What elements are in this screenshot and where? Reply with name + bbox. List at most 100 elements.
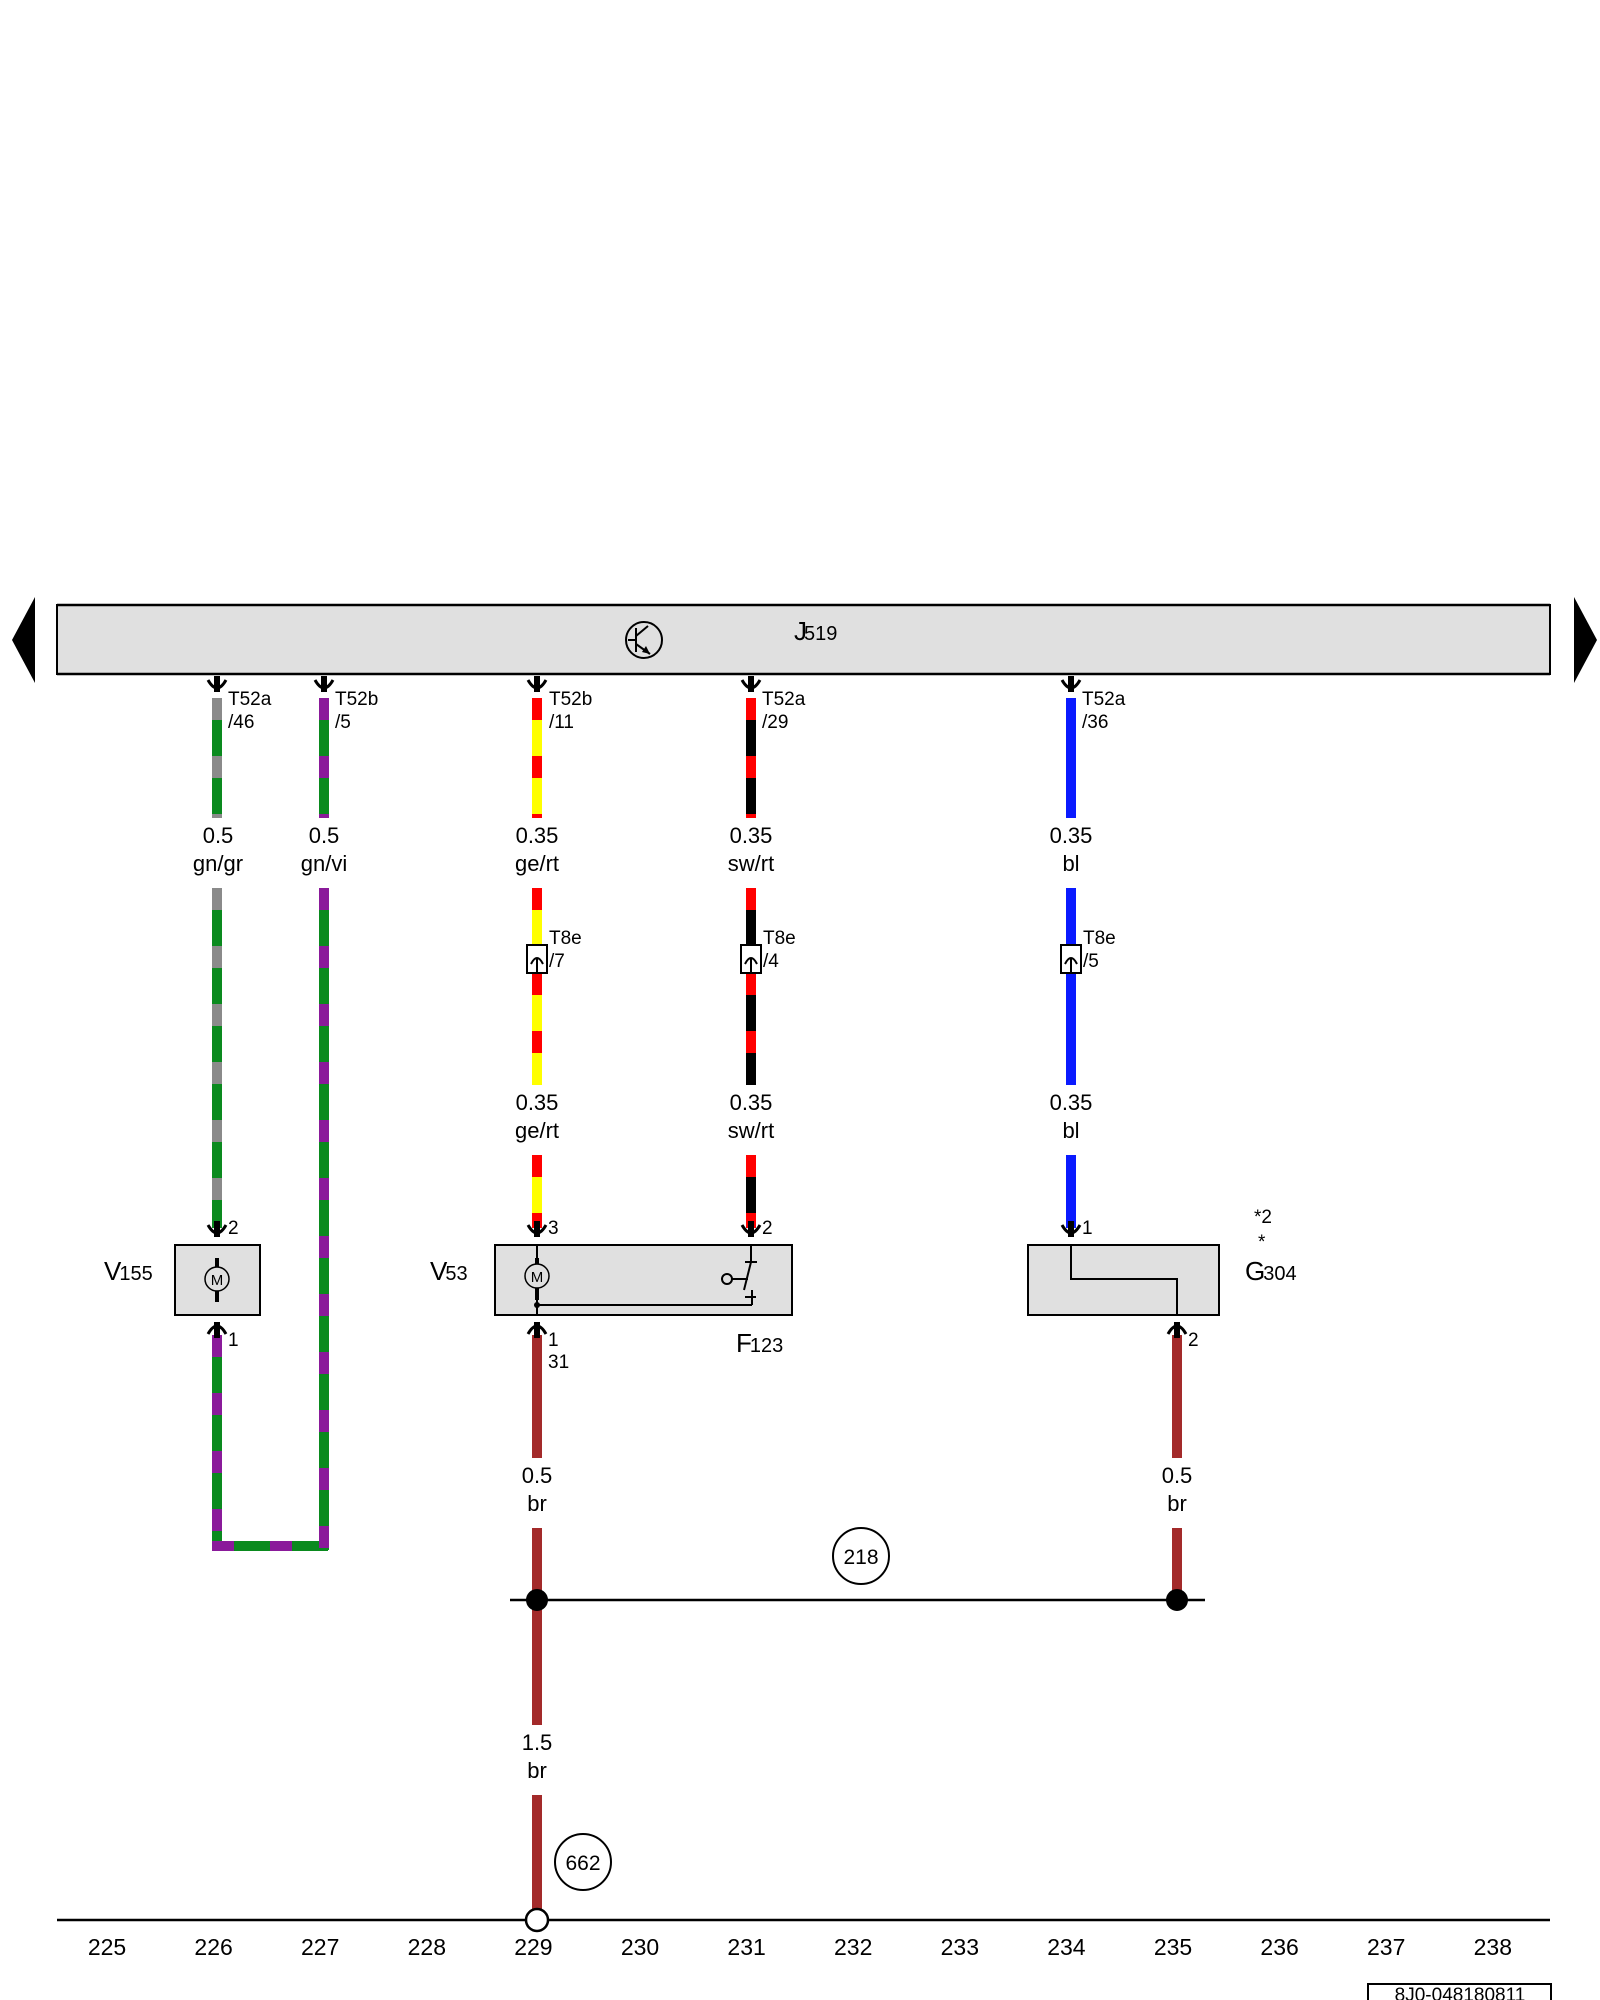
connector-t52a-29-pin: /29 [762, 712, 788, 733]
wire-235-color: br [1167, 1491, 1187, 1516]
connector-t52a-29-name: T52a [762, 689, 806, 710]
diagram-code-box: 8J0-048180811 [1367, 1983, 1552, 2000]
connector-contact [313, 676, 335, 692]
wire-229-top-color: ge/rt [515, 851, 559, 876]
wire-234-top-color: bl [1062, 851, 1079, 876]
ground-point [524, 1907, 550, 1933]
connector-contact [1060, 1221, 1082, 1237]
component-v155-label: V155 [104, 1256, 153, 1286]
component-v53-pin-bottom: 1 [548, 1330, 559, 1351]
wire-234-top-size: 0.35 [1050, 823, 1093, 848]
component-g304-label: G304 [1245, 1256, 1297, 1286]
current-track-number: 235 [1154, 1934, 1192, 1960]
connector-t8e-4-pin: /4 [763, 951, 779, 972]
current-track-number: 234 [1047, 1934, 1086, 1960]
svg-text:M: M [531, 1269, 544, 1286]
ground-network: 218 662 [510, 1527, 1205, 1891]
wire-231-top-color: sw/rt [728, 851, 774, 876]
wire-226-size: 0.5 [203, 823, 234, 848]
control-unit-body [56, 604, 1551, 675]
component-v155-pin-bottom: 1 [228, 1330, 239, 1351]
contact-layer [206, 676, 1188, 1338]
connector-t8e-4-name: T8e [763, 928, 796, 949]
wire-labels: 0.5 gn/gr 0.5 gn/vi 0.35 ge/rt 0.35 sw/r… [193, 823, 1192, 1783]
connector-t52b-5-name: T52b [335, 689, 378, 710]
connector-contact [1060, 676, 1082, 692]
wire-226-color: gn/gr [193, 851, 243, 876]
component-g304-pin-bottom: 2 [1188, 1330, 1199, 1351]
ground-connection-662 [554, 1833, 612, 1891]
motor-icon [204, 1266, 230, 1292]
component-v53-pin-top: 3 [548, 1218, 559, 1239]
ground-connection-218-label: 218 [843, 1546, 878, 1569]
connector-contact [526, 676, 548, 692]
component-g304-pin-top: 1 [1082, 1218, 1093, 1239]
current-track-number: 232 [834, 1934, 872, 1960]
connector-labels-top: T52a /46 T52b /5 T52b /11 T52a /29 T52a … [228, 689, 1126, 733]
motor-icon [524, 1263, 550, 1289]
connector-contact [740, 676, 762, 692]
wire-227-color: gn/vi [301, 851, 347, 876]
component-v155-pin-top: 2 [228, 1218, 239, 1239]
current-track-number: 230 [621, 1934, 659, 1960]
connector-contact [740, 1221, 762, 1237]
current-track-number: 226 [194, 1934, 232, 1960]
transistor-icon [625, 621, 663, 659]
wire-229-low-color: br [527, 1491, 547, 1516]
component-g304-note-1: *2 [1254, 1207, 1272, 1228]
wire-231-mid-color: sw/rt [728, 1118, 774, 1143]
current-track-number: 231 [727, 1934, 765, 1960]
diagram-code: 8J0-048180811 [1395, 1985, 1526, 2000]
arrow-left-icon[interactable] [12, 597, 35, 683]
current-track-number: 228 [408, 1934, 446, 1960]
connector-contact [206, 1221, 228, 1237]
wire-229-mid-size: 0.35 [516, 1090, 559, 1115]
wire-231-top-size: 0.35 [730, 823, 773, 848]
pressure-switch-icon [721, 1245, 757, 1305]
connector-t52a-36-name: T52a [1082, 689, 1126, 710]
inline-connectors-t8e: T8e /7 T8e /4 T8e /5 [526, 928, 1116, 974]
wire-229-mid-color: ge/rt [515, 1118, 559, 1143]
component-g304: G304 *2 * 1 2 [1027, 1207, 1297, 1351]
connector-t52a-46-name: T52a [228, 689, 272, 710]
connector-t52b-11-pin: /11 [549, 712, 574, 733]
control-unit-label: J519 [794, 616, 837, 646]
control-unit-j519: J519 [56, 603, 1551, 676]
current-track-number: 236 [1260, 1934, 1298, 1960]
current-track-number: 229 [514, 1934, 552, 1960]
current-track-number: 238 [1474, 1934, 1512, 1960]
connector-t52b-5-pin: /5 [335, 712, 351, 733]
component-f123-label: F123 [736, 1328, 783, 1358]
connector-contact [1166, 1322, 1188, 1338]
connector-t8e-7-name: T8e [549, 928, 582, 949]
wire-227-size: 0.5 [309, 823, 340, 848]
wire-229-low-size: 0.5 [522, 1463, 553, 1488]
junction-dot [526, 1589, 548, 1611]
connector-contact [526, 1221, 548, 1237]
junction-dot [1166, 1589, 1188, 1611]
wire-235-size: 0.5 [1162, 1463, 1193, 1488]
wire-231-mid-size: 0.35 [730, 1090, 773, 1115]
current-track-number: 237 [1367, 1934, 1405, 1960]
connector-contact [206, 676, 228, 692]
component-g304-note-2: * [1258, 1232, 1266, 1253]
ground-connection-218 [832, 1527, 890, 1585]
connector-t8e-5-pin: /5 [1083, 951, 1099, 972]
current-track-number: 225 [88, 1934, 126, 1960]
component-v155: M V155 2 1 [104, 1218, 261, 1351]
connector-t52a-36-pin: /36 [1082, 712, 1108, 733]
wire-229-top-size: 0.35 [516, 823, 559, 848]
component-v53-terminal: 31 [548, 1352, 569, 1373]
wire-229-bot-size: 1.5 [522, 1730, 553, 1755]
current-track-number: 233 [941, 1934, 979, 1960]
connector-contact [206, 1322, 228, 1338]
ground-connection-662-label: 662 [565, 1852, 600, 1875]
wire-234-mid-size: 0.35 [1050, 1090, 1093, 1115]
component-v53: M V53 3 1 31 2 F123 [430, 1218, 793, 1373]
component-v53-label: V53 [430, 1256, 468, 1286]
connector-t8e-7-pin: /7 [549, 951, 565, 972]
arrow-right-icon[interactable] [1574, 597, 1597, 683]
wire-234-mid-color: bl [1062, 1118, 1079, 1143]
